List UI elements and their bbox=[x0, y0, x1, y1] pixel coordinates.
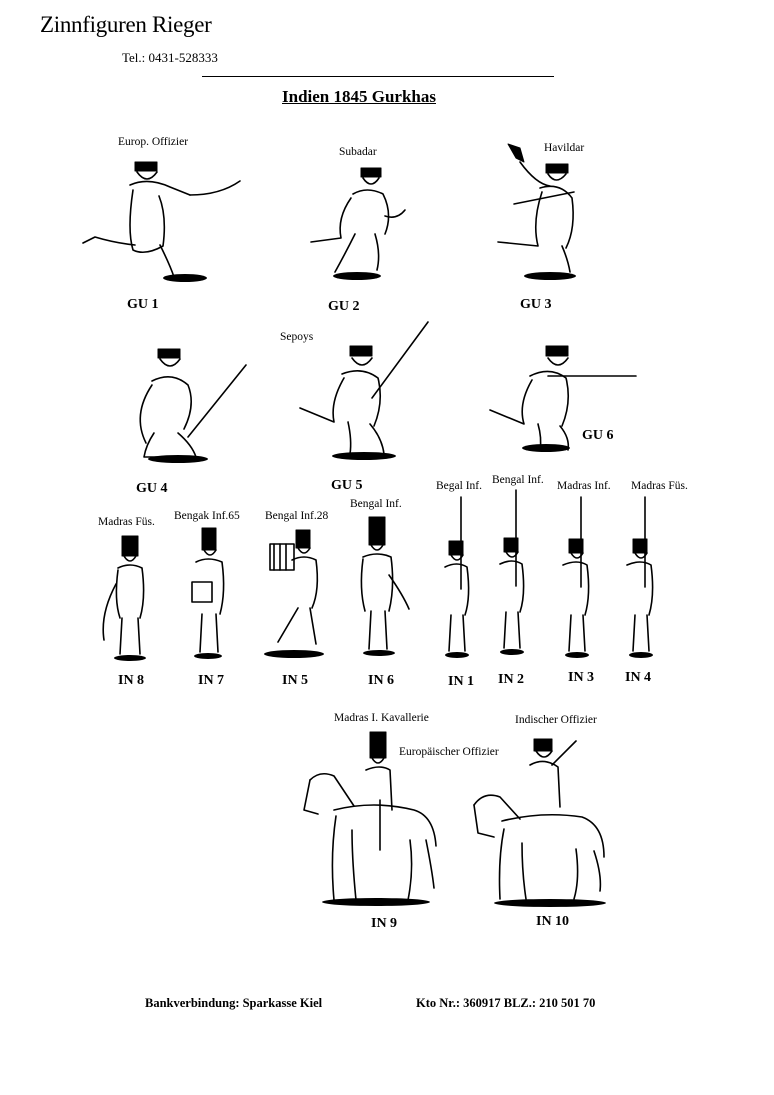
caption-in9-officer: Europäischer Offizier bbox=[399, 746, 499, 758]
figure-in1-illustration bbox=[444, 496, 470, 658]
figure-in8-illustration bbox=[102, 535, 146, 661]
code-gu3: GU 3 bbox=[520, 297, 552, 312]
code-in8: IN 8 bbox=[118, 673, 145, 688]
caption-in6: Bengal Inf. bbox=[350, 498, 402, 510]
account-number: Kto Nr.: 360917 BLZ.: 210 501 70 bbox=[416, 996, 596, 1010]
page-title: Indien 1845 Gurkhas bbox=[282, 87, 436, 106]
figure-in5-illustration bbox=[264, 529, 324, 658]
figure-gu6-illustration bbox=[489, 345, 637, 452]
caption-in9: Madras I. Kavallerie bbox=[334, 712, 429, 724]
code-in9: IN 9 bbox=[371, 916, 398, 931]
code-in4: IN 4 bbox=[625, 670, 652, 685]
caption-in3: Madras Inf. bbox=[557, 480, 611, 492]
figure-in6-illustration bbox=[360, 516, 410, 656]
caption-in10: Indischer Offizier bbox=[515, 714, 597, 726]
code-gu2: GU 2 bbox=[328, 299, 360, 314]
code-in1: IN 1 bbox=[448, 674, 475, 689]
figure-in9-illustration bbox=[303, 731, 437, 906]
figure-in7-illustration bbox=[191, 527, 225, 659]
caption-in7: Bengak Inf.65 bbox=[174, 510, 240, 522]
figure-gu5-illustration bbox=[299, 321, 429, 460]
code-in10: IN 10 bbox=[536, 914, 570, 929]
caption-gu1: Europ. Offizier bbox=[118, 136, 189, 148]
caption-in2: Bengal Inf. bbox=[492, 474, 544, 486]
figure-gu3-illustration bbox=[497, 143, 576, 280]
caption-in1: Begal Inf. bbox=[436, 480, 482, 492]
caption-gu5: Sepoys bbox=[280, 331, 314, 343]
code-in2: IN 2 bbox=[498, 672, 525, 687]
caption-in5: Bengal Inf.28 bbox=[265, 510, 329, 522]
figure-gu2-illustration bbox=[310, 167, 406, 280]
figure-in4-illustration bbox=[626, 496, 654, 658]
brand-title: Zinnfiguren Rieger bbox=[40, 12, 212, 37]
code-gu6: GU 6 bbox=[582, 428, 614, 443]
caption-in8: Madras Füs. bbox=[98, 516, 155, 528]
figure-gu4-illustration bbox=[139, 348, 247, 463]
code-in3: IN 3 bbox=[568, 670, 595, 685]
code-gu5: GU 5 bbox=[331, 478, 363, 493]
figure-in3-illustration bbox=[562, 496, 590, 658]
code-in5: IN 5 bbox=[282, 673, 309, 688]
phone-number: Tel.: 0431-528333 bbox=[122, 50, 218, 65]
figure-in2-illustration bbox=[499, 489, 525, 655]
code-gu1: GU 1 bbox=[127, 297, 159, 312]
code-gu4: GU 4 bbox=[136, 481, 168, 496]
caption-in4: Madras Füs. bbox=[631, 480, 688, 492]
header-divider bbox=[202, 76, 554, 77]
code-in6: IN 6 bbox=[368, 673, 395, 688]
figure-in10-illustration bbox=[473, 738, 606, 907]
bank-details: Bankverbindung: Sparkasse Kiel bbox=[145, 996, 323, 1010]
figure-gu1-illustration bbox=[82, 161, 241, 282]
caption-gu2: Subadar bbox=[339, 146, 377, 158]
code-in7: IN 7 bbox=[198, 673, 225, 688]
caption-gu3: Havildar bbox=[544, 142, 585, 154]
